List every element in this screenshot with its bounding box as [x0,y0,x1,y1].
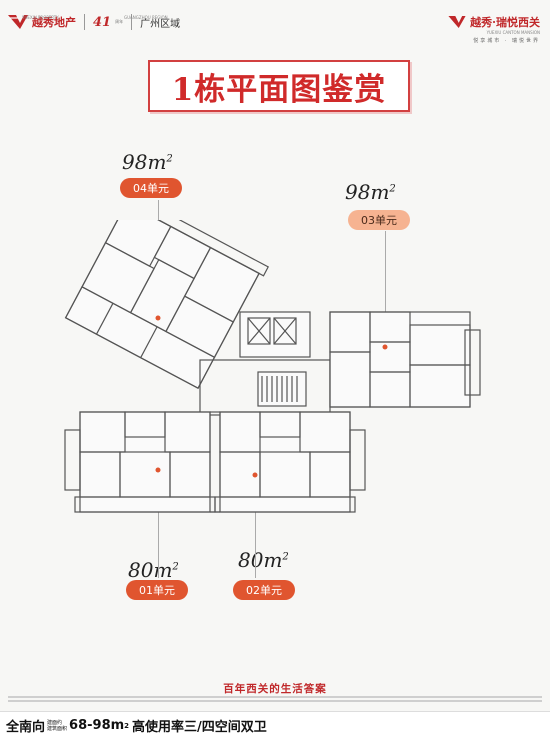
leader-line-02 [255,475,256,578]
leader-line-01 [158,470,159,578]
slogan: 百年西关的生活答案 [223,683,327,695]
floor-plan-drawing [64,220,481,513]
header-divider [84,14,85,30]
developer-logo-group: 越秀地产 41 周年 广州区域 [8,14,180,30]
unit-02-area: 80m2 [238,548,289,572]
project-tagline: 悦享城市 · 瑞悦世界 [473,38,540,44]
unit-04-block [64,220,270,389]
header-divider-2 [131,14,133,30]
developer-logo-text: 越秀地产 [32,16,76,29]
disclaimer-fine-print [8,696,542,706]
feature-text: 高使用率三/四空间双卫 [132,720,267,735]
developer-sub: YUEXIU PROPERTY [22,15,59,20]
project-sub: YUEXIU CANTON MANSION [486,30,540,35]
anniversary-logo: 41 [93,14,112,30]
unit-03-area: 98m2 [345,180,396,204]
unit-04-pill: 04单元 [120,178,182,198]
area-range-sup: 2 [124,721,130,730]
region-label: 广州区域 [140,18,181,30]
page-title-box: 1栋平面图鉴赏 [148,60,410,112]
project-logo-icon [448,16,466,28]
area-range: 68-98m [69,718,125,733]
unit-04-area: 98m2 [122,150,173,174]
area-label-small: 建面约建筑面积 [47,719,68,732]
unit-03-pill: 03单元 [348,210,410,230]
leader-line-03 [385,231,386,347]
anniversary-sub: 周年 [115,19,124,24]
region-sub: GUANGZHOU REGION [124,15,168,20]
project-logo-text: 越秀·瑞悦西关 [470,16,540,29]
page-title: 1栋平面图鉴赏 [171,71,387,108]
unit-01-area: 80m2 [128,558,179,582]
project-logo-group: 越秀·瑞悦西关 YUEXIU CANTON MANSION 悦享城市 · 瑞悦世… [448,14,540,44]
unit-01-pill: 01单元 [126,580,188,600]
unit-02-pill: 02单元 [233,580,295,600]
developer-logo-icon [8,15,28,29]
orientation-text: 全南向 [6,720,46,735]
